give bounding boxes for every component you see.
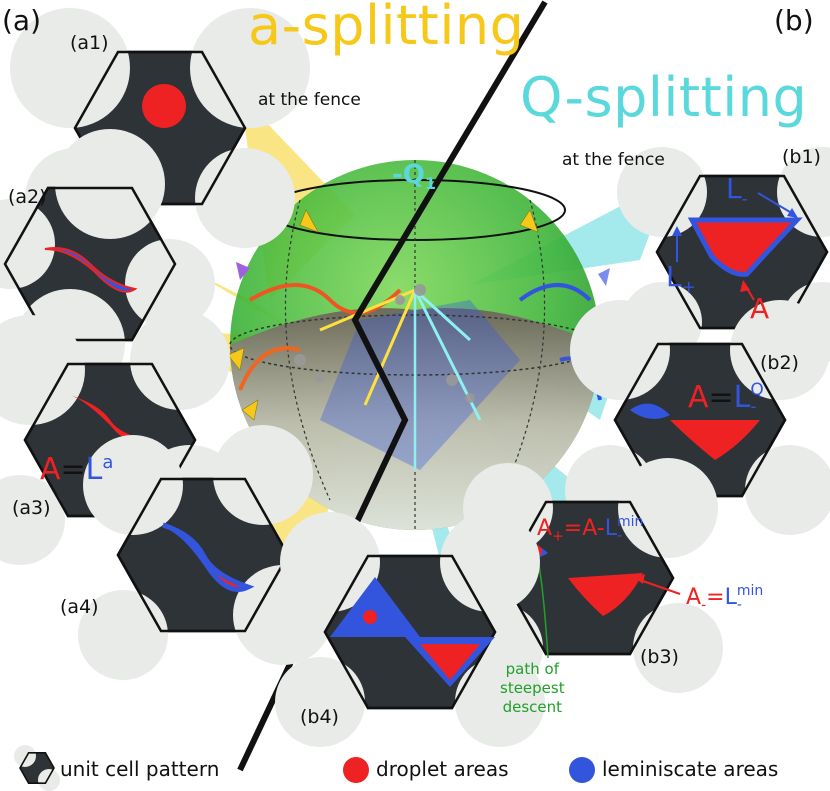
sphere-label-neg-q1: -Q1 — [392, 160, 437, 194]
label-a3: (a3) — [12, 497, 51, 519]
fence-label-b: at the fence — [562, 150, 665, 170]
label-b2: (b2) — [760, 352, 799, 374]
label-a1: (a1) — [70, 32, 109, 54]
legend-droplet-label: droplet areas — [376, 757, 509, 781]
b1-L-plus: L+ — [666, 260, 696, 298]
a3-equation: A=La — [40, 452, 114, 487]
b1-A: A — [750, 292, 770, 325]
legend-leminiscate-label: leminiscate areas — [602, 757, 779, 781]
droplet-legend-icon — [343, 757, 369, 783]
label-a2: (a2) — [8, 186, 47, 208]
title-q-splitting: Q-splitting — [520, 66, 808, 129]
label-a: (a) — [2, 4, 42, 37]
label-b: (b) — [774, 4, 814, 37]
b1-L-minus: L- — [726, 172, 748, 210]
label-b4: (b4) — [300, 706, 339, 728]
label-a4: (a4) — [60, 596, 99, 618]
fence-label-a: at the fence — [258, 90, 361, 110]
title-a-splitting: a-splitting — [248, 0, 525, 57]
path-of-steepest-descent-label: path of steepest descent — [500, 660, 565, 716]
hex-b4 — [275, 512, 545, 747]
unit-cell-icon — [14, 745, 60, 791]
label-b3: (b3) — [640, 646, 679, 668]
label-b1: (b1) — [782, 146, 821, 168]
leminiscate-legend-icon — [569, 757, 595, 783]
legend-unit-cell-label: unit cell pattern — [60, 757, 220, 781]
